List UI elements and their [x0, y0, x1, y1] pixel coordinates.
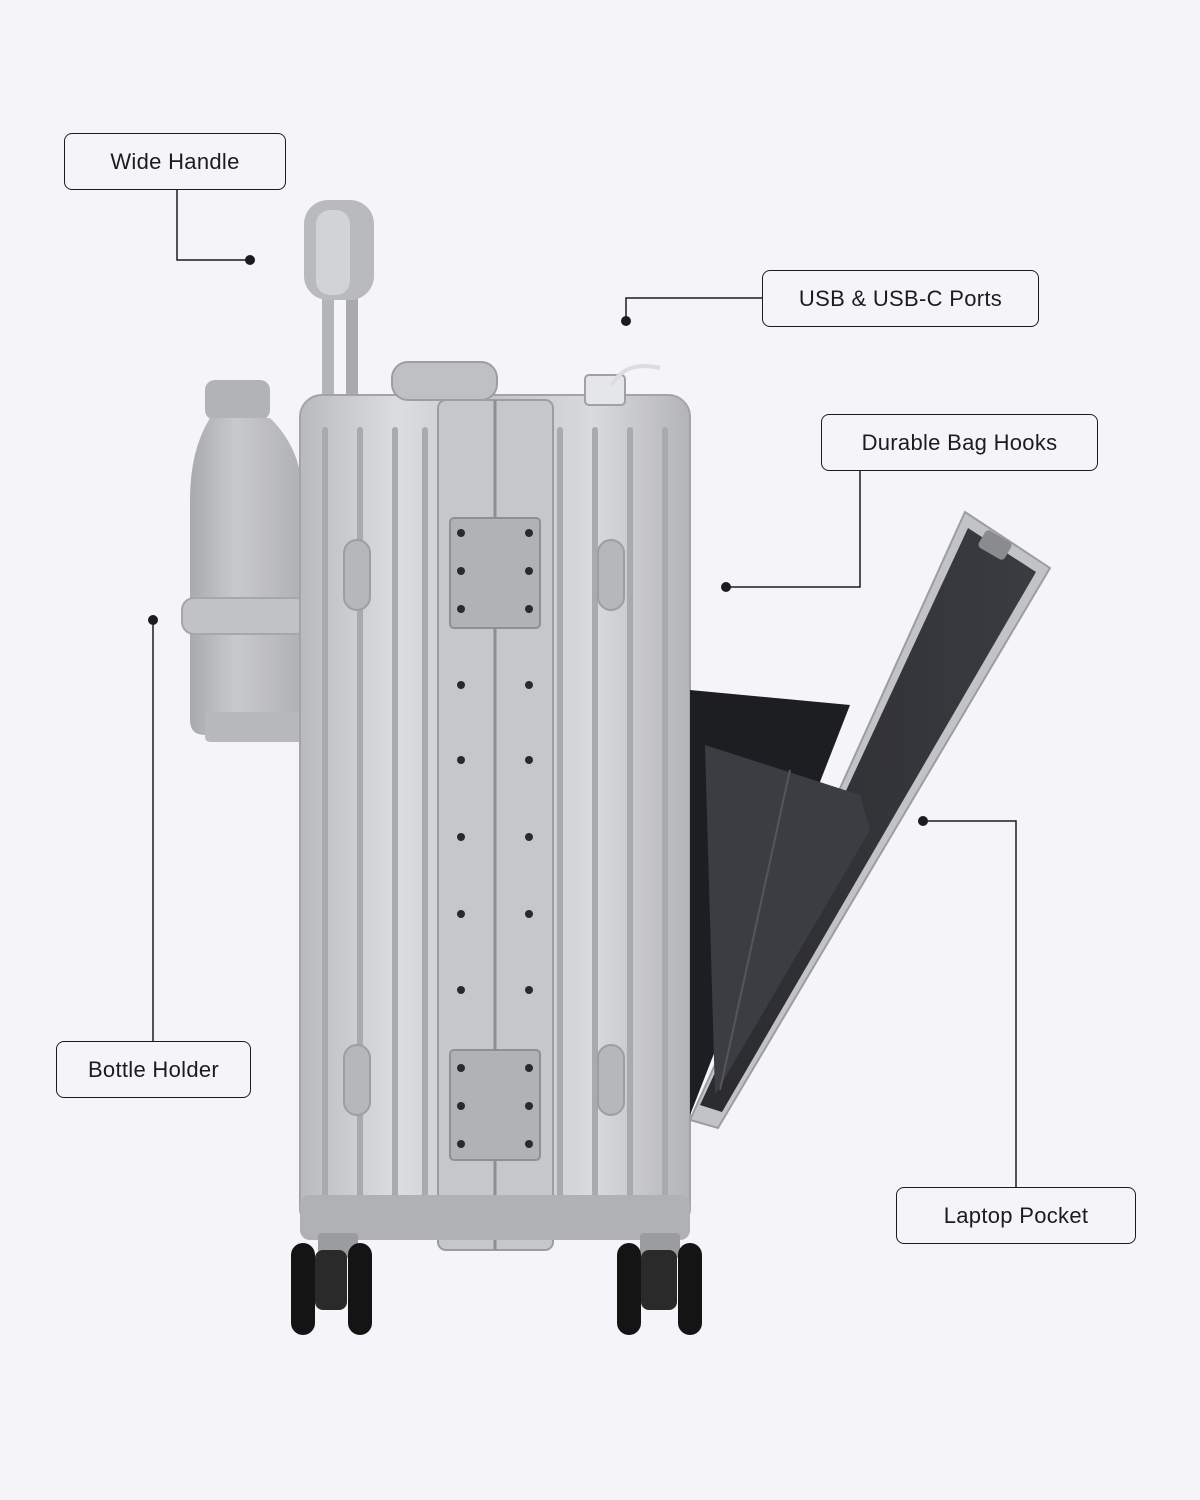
suitcase-shell: [299, 361, 691, 1251]
callout-bag-hooks: Durable Bag Hooks: [821, 414, 1098, 471]
callout-usb-ports: USB & USB-C Ports: [762, 270, 1039, 327]
dot-wide-handle: [245, 255, 255, 265]
dot-laptop-pocket: [918, 816, 928, 826]
leader-bag-hooks: [726, 471, 861, 588]
dot-bottle-holder: [148, 615, 158, 625]
laptop-pocket-lid: [688, 510, 1052, 1130]
spinner-wheels: [291, 1233, 702, 1335]
leader-usb-ports: [625, 297, 762, 321]
leader-dots: [148, 255, 928, 826]
bottle-holder-graphic: [181, 380, 309, 742]
leader-laptop-pocket: [923, 820, 1017, 1187]
callout-wide-handle: Wide Handle: [64, 133, 286, 190]
dot-usb-ports: [621, 316, 631, 326]
leader-wide-handle: [176, 190, 250, 261]
callout-bottle-holder: Bottle Holder: [56, 1041, 251, 1098]
callout-laptop-pocket: Laptop Pocket: [896, 1187, 1136, 1244]
leader-lines: [152, 190, 1017, 1187]
dot-bag-hooks: [721, 582, 731, 592]
